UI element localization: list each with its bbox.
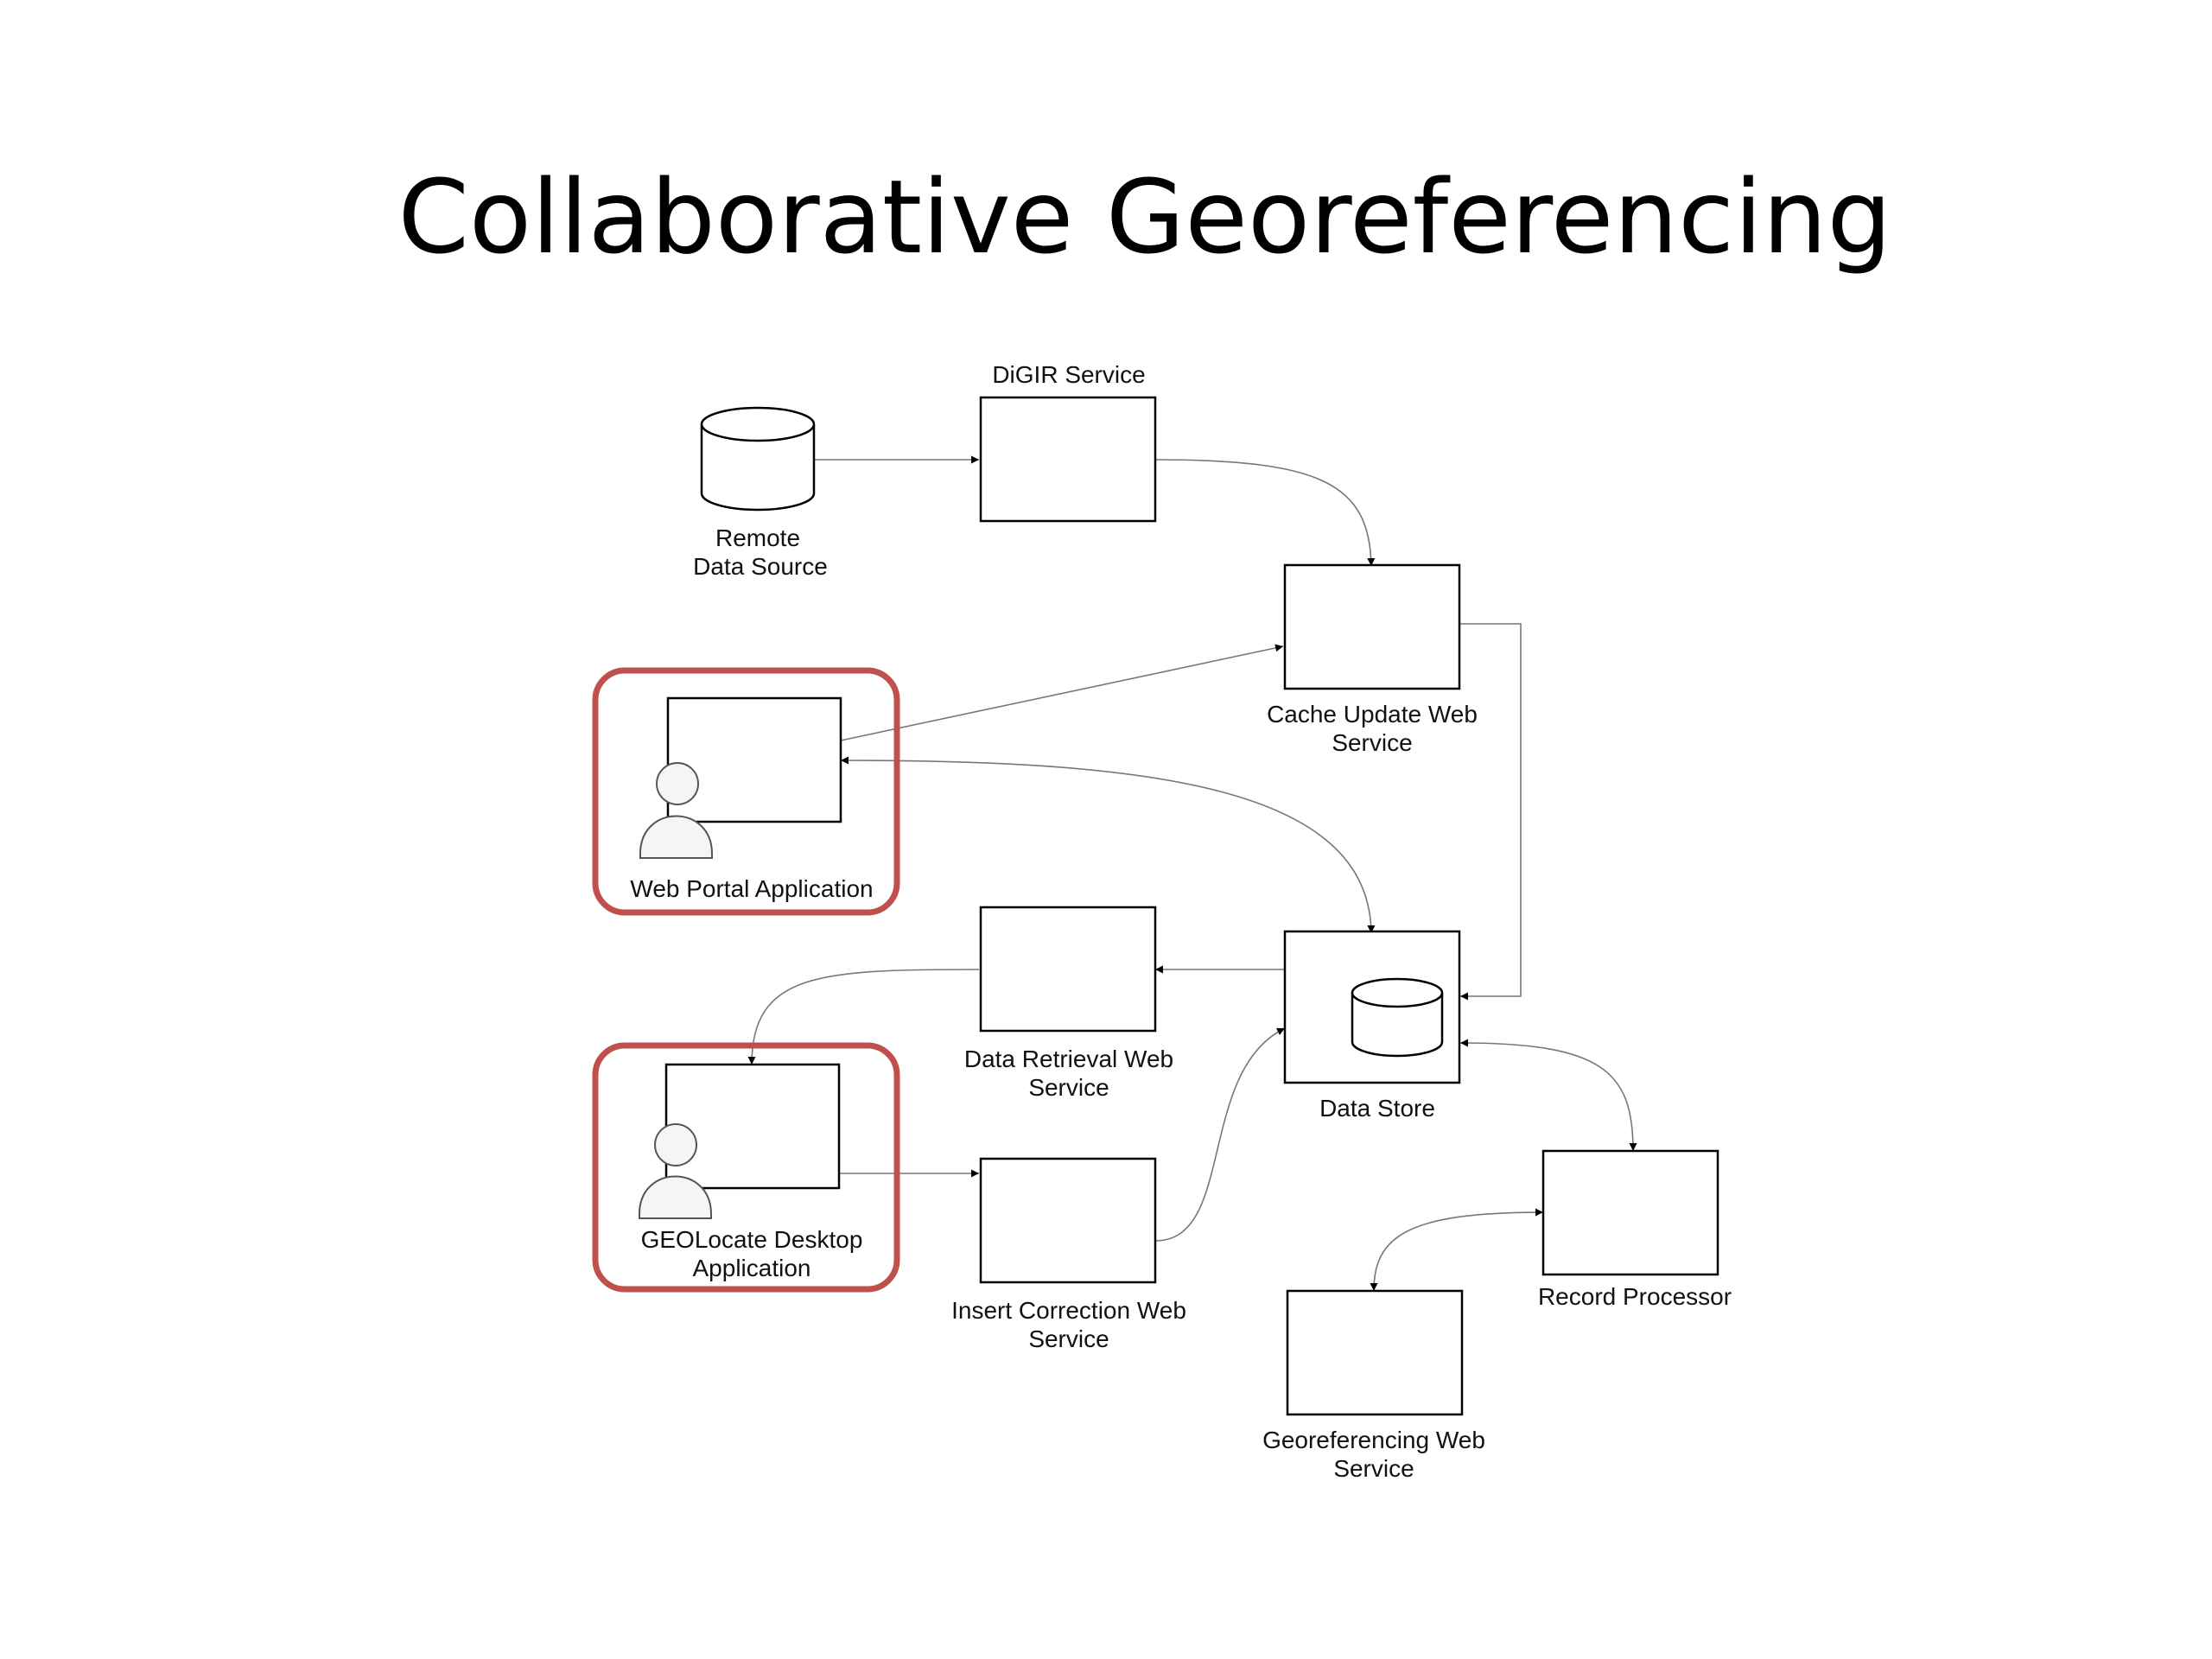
web-portal-label: Web Portal Application bbox=[630, 875, 873, 902]
data-retrieval-label-1: Data Retrieval Web bbox=[964, 1046, 1173, 1072]
slide-title: Collaborative Georeferencing bbox=[397, 157, 1892, 276]
node-record-processor: Record Processor bbox=[1538, 1149, 1732, 1310]
user-icon bbox=[639, 762, 713, 859]
georeferencing-box bbox=[1286, 1289, 1464, 1416]
connector-cache-to-datastore bbox=[1460, 623, 1522, 1001]
node-web-portal-application: Web Portal Application bbox=[592, 667, 900, 916]
geolocate-box bbox=[664, 1063, 841, 1190]
connector-retrieval-to-geolocate bbox=[747, 969, 980, 1065]
georeferencing-label-2: Service bbox=[1333, 1455, 1414, 1482]
remote-data-source-label-1: Remote bbox=[715, 524, 800, 551]
digir-service-box bbox=[979, 396, 1157, 523]
data-retrieval-box bbox=[979, 906, 1157, 1033]
georeferencing-label-1: Georeferencing Web bbox=[1262, 1427, 1485, 1453]
cache-update-box bbox=[1283, 563, 1461, 690]
insert-correction-label-2: Service bbox=[1028, 1325, 1109, 1352]
insert-correction-label-1: Insert Correction Web bbox=[951, 1297, 1186, 1324]
database-cylinder-icon bbox=[1351, 977, 1444, 1058]
geolocate-label-1: GEOLocate Desktop bbox=[641, 1226, 863, 1253]
cache-update-label-2: Service bbox=[1332, 729, 1412, 756]
connector-recordprocessor-georeferencing bbox=[1370, 1208, 1544, 1292]
node-geolocate-desktop-application: GEOLocate Desktop Application bbox=[592, 1042, 900, 1293]
node-digir-service: DiGIR Service bbox=[979, 361, 1157, 523]
node-data-store: Data Store bbox=[1283, 930, 1461, 1122]
node-georeferencing-web-service: Georeferencing Web Service bbox=[1262, 1289, 1485, 1482]
database-cylinder-icon bbox=[700, 406, 816, 512]
node-data-retrieval-web-service: Data Retrieval Web Service bbox=[964, 906, 1173, 1101]
data-retrieval-label-2: Service bbox=[1028, 1074, 1109, 1101]
data-store-label: Data Store bbox=[1319, 1095, 1435, 1122]
connector-datastore-recordprocessor bbox=[1459, 1039, 1637, 1152]
connector-insert-to-datastore bbox=[1154, 1027, 1286, 1242]
insert-correction-box bbox=[979, 1157, 1157, 1284]
user-icon bbox=[639, 1123, 712, 1219]
geolocate-highlight-frame bbox=[592, 1042, 900, 1293]
node-insert-correction-web-service: Insert Correction Web Service bbox=[951, 1157, 1186, 1352]
record-processor-box bbox=[1541, 1149, 1719, 1276]
node-cache-update-web-service: Cache Update Web Service bbox=[1267, 563, 1478, 756]
record-processor-label: Record Processor bbox=[1538, 1283, 1732, 1310]
web-portal-box bbox=[666, 696, 842, 823]
connector-portal-datastore bbox=[840, 756, 1376, 934]
remote-data-source-label-2: Data Source bbox=[693, 553, 828, 580]
connectors bbox=[747, 455, 1637, 1292]
cache-update-label-1: Cache Update Web bbox=[1267, 701, 1478, 728]
web-portal-highlight-frame bbox=[592, 667, 900, 916]
connector-portal-to-cache bbox=[840, 644, 1284, 741]
digir-service-label: DiGIR Service bbox=[992, 361, 1145, 388]
node-remote-data-source: Remote Data Source bbox=[693, 406, 828, 580]
geolocate-label-2: Application bbox=[693, 1255, 811, 1281]
connector-digir-to-cache bbox=[1154, 459, 1376, 567]
